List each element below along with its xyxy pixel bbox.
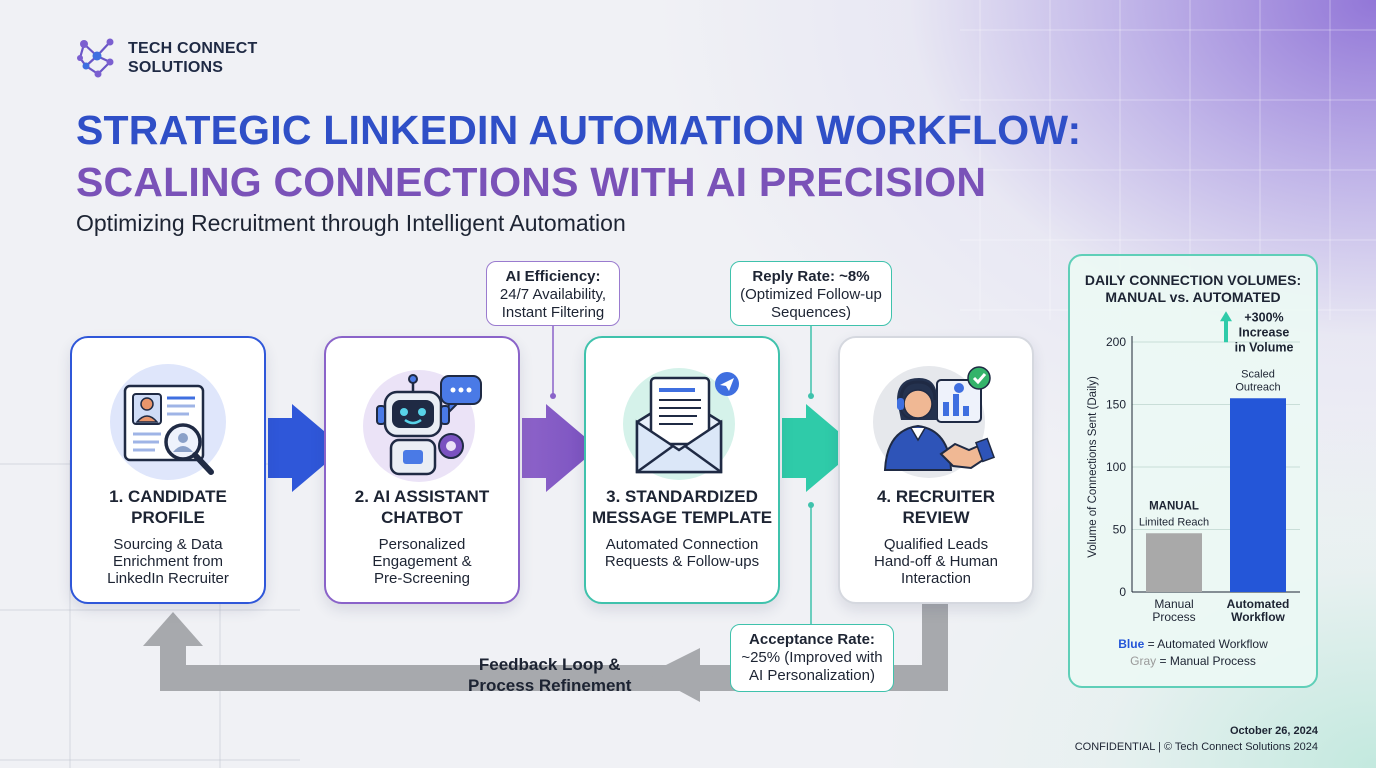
page-title: STRATEGIC LINKEDIN AUTOMATION WORKFLOW: … [76,104,1081,208]
acceptance-rate-callout: Acceptance Rate: ~25% (Improved with AI … [730,624,894,692]
candidate-profile-search-icon [110,364,226,480]
reply-rate-callout: Reply Rate: ~8% (Optimized Follow-up Seq… [730,261,892,326]
title-line-2: SCALING CONNECTIONS WITH AI PRECISION [76,159,987,205]
x-tick-label: Workflow [1231,610,1285,624]
arrow-step-2-to-3 [522,404,598,492]
ai-efficiency-callout: AI Efficiency: 24/7 Availability, Instan… [486,261,620,326]
arrow-step-1-to-2 [268,404,344,492]
envelope-message-icon [623,368,739,480]
y-tick-label: 150 [1106,398,1126,412]
arrow-step-3-to-4 [782,404,858,492]
y-tick-label: 200 [1106,335,1126,349]
increase-annotation: +300% [1244,310,1283,324]
increase-arrow-icon [1220,311,1232,322]
recruiter-handshake-icon [873,366,996,478]
robot-chatbot-icon [363,370,482,482]
page-subtitle: Optimizing Recruitment through Intellige… [76,210,626,236]
bar-label: Limited Reach [1139,516,1209,528]
bar-manual [1146,533,1202,592]
bar-automated [1230,398,1286,592]
y-tick-label: 0 [1119,585,1126,599]
bar-label: Scaled [1241,368,1275,380]
increase-annotation: in Volume [1235,340,1294,354]
brand-name: TECH CONNECT SOLUTIONS [128,40,258,76]
legend-automated: Blue = Automated Workflow [1118,637,1268,651]
footer-confidential: CONFIDENTIAL | © Tech Connect Solutions … [1074,741,1318,753]
x-tick-label: Automated [1227,597,1290,611]
y-axis-label: Volume of Connections Sent (Daily) [1087,376,1099,558]
title-line-1: STRATEGIC LINKEDIN AUTOMATION WORKFLOW: [76,107,1082,153]
chart-legend: Blue = Automated Workflow Gray = Manual … [1070,636,1316,670]
x-tick-label: Manual [1154,597,1193,611]
brand: TECH CONNECT SOLUTIONS [76,36,258,80]
y-tick-label: 100 [1106,460,1126,474]
network-logo-icon [77,38,114,78]
y-tick-label: 50 [1113,523,1127,537]
increase-arrow-shaft [1224,320,1228,343]
legend-manual: Gray = Manual Process [1130,654,1256,668]
x-tick-label: Process [1152,610,1195,624]
chart-title: DAILY CONNECTION VOLUMES:MANUAL vs. AUTO… [1084,272,1302,305]
bar-label-title: MANUAL [1149,500,1199,512]
increase-annotation: Increase [1239,325,1290,339]
bar-label: Outreach [1235,381,1280,393]
footer-date: October 26, 2024 [1229,725,1318,737]
feedback-loop-arrow [160,604,948,691]
chart-panel: DAILY CONNECTION VOLUMES:MANUAL vs. AUTO… [1068,254,1318,688]
feedback-loop-label: Feedback Loop &Process Refinement [468,655,632,695]
